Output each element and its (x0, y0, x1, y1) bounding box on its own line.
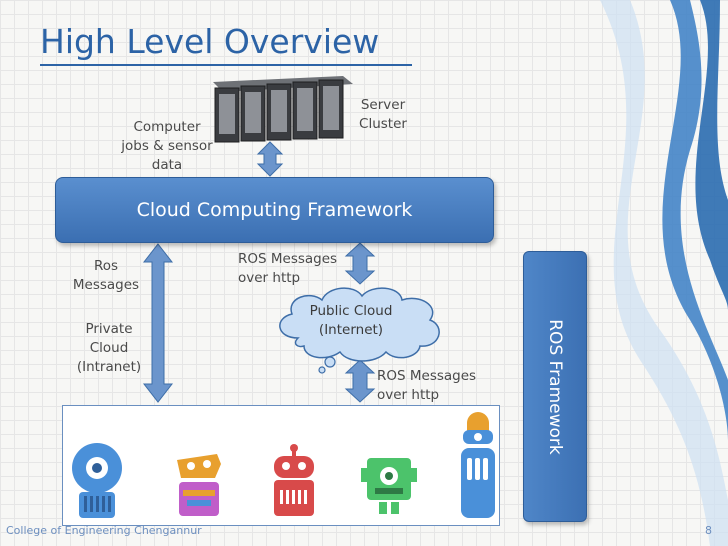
swirl-decoration (600, 0, 728, 546)
ros-messages-left-line2: Messages (72, 277, 140, 293)
server-cluster-line1: Server (360, 97, 406, 113)
server-framework-arrow (256, 141, 284, 177)
computer-jobs-line1: Computer (133, 119, 201, 135)
ros-messages-left-label: Ros Messages (64, 257, 148, 295)
ros-messages-left-line1: Ros (93, 258, 119, 274)
ros-messages-http-top-label: ROS Messages over http (238, 250, 348, 288)
robots-panel (62, 405, 500, 526)
computer-jobs-line3: data (151, 157, 183, 173)
robot-icon (461, 412, 495, 518)
server-cluster-icon (213, 76, 353, 143)
private-cloud-arrow (142, 243, 174, 403)
server-cluster-label: Server Cluster (348, 96, 418, 134)
private-cloud-line2: Cloud (89, 340, 129, 356)
ros-messages-http-bottom-label: ROS Messages over http (377, 367, 487, 405)
ros-messages-http-bottom-line1: ROS Messages (377, 368, 477, 384)
ros-framework-box: ROS Framework (523, 251, 587, 522)
computer-jobs-label: Computer jobs & sensor data (114, 118, 220, 175)
cloud-computing-framework-box: Cloud Computing Framework (55, 177, 494, 243)
cloud-computing-framework-label: Cloud Computing Framework (136, 199, 413, 221)
ros-messages-http-top-line1: ROS Messages (238, 251, 338, 267)
robot-icon (72, 443, 122, 518)
ros-messages-http-top-line2: over http (238, 270, 301, 286)
title-underline (40, 64, 412, 66)
robot-icon (361, 458, 417, 514)
ros-messages-http-bottom-line2: over http (377, 387, 440, 403)
robot-icon (177, 454, 221, 516)
public-cloud-line2: (Internet) (318, 322, 384, 338)
public-cloud-bottom-arrow (344, 359, 376, 403)
robots-illustration (72, 412, 495, 518)
footer-institution: College of Engineering Chengannur (6, 524, 202, 537)
public-cloud-shape (279, 287, 440, 374)
private-cloud-line3: (Intranet) (76, 359, 142, 375)
page-title: High Level Overview (40, 22, 380, 61)
server-cluster-line2: Cluster (359, 116, 407, 132)
robot-icon (274, 444, 314, 516)
ros-framework-label: ROS Framework (545, 318, 565, 455)
private-cloud-line1: Private (85, 321, 133, 337)
computer-jobs-line2: jobs & sensor (121, 138, 213, 154)
page-number: 8 (705, 524, 712, 537)
public-cloud-line1: Public Cloud (309, 303, 393, 319)
public-cloud-label: Public Cloud (Internet) (296, 302, 406, 340)
private-cloud-label: Private Cloud (Intranet) (68, 320, 150, 377)
public-cloud-top-arrow (344, 242, 376, 285)
